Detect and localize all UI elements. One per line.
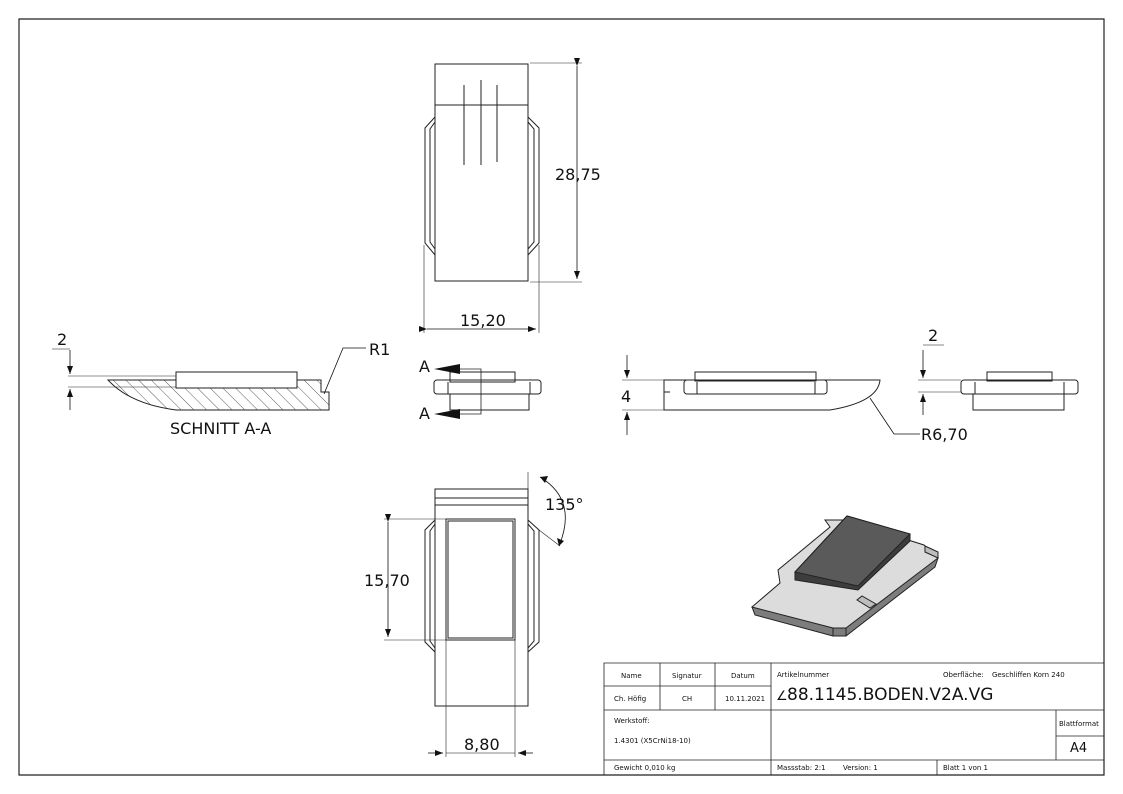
tb-scale: Massstab: 2:1 (777, 764, 826, 772)
tb-material-label: Werkstoff: (614, 717, 650, 725)
bottom-view (384, 472, 560, 757)
dim-right-2: 2 (920, 326, 944, 415)
tb-header-name: Name (621, 672, 642, 680)
dim-text-right-2: 2 (928, 326, 938, 345)
dim-15-70: 15,70 (364, 514, 410, 637)
tb-signature: CH (682, 695, 692, 703)
dim-text-r6-70: R6,70 (921, 425, 968, 444)
dim-8-80: 8,80 (428, 735, 533, 756)
dim-text-135: 135° (545, 495, 584, 514)
tb-version: Version: 1 (843, 764, 878, 772)
tb-header-date: Datum (731, 672, 755, 680)
tb-name: Ch. Höfig (614, 695, 646, 703)
dim-text-15-20: 15,20 (460, 311, 506, 330)
tb-material-value: 1.4301 (X5CrNi18-10) (614, 737, 691, 745)
tb-surface-label: Oberfläche: (943, 671, 984, 679)
tb-header-signature: Signatur (672, 672, 702, 680)
tb-weight: Gewicht 0,010 kg (614, 764, 675, 772)
title-block (604, 663, 1104, 775)
dim-text-r1: R1 (369, 340, 390, 359)
dim-text-28-75: 28,75 (555, 165, 601, 184)
sheet-border (19, 19, 1104, 775)
section-marker-bottom: A (419, 404, 430, 423)
front-view (434, 369, 541, 414)
section-markers: A A (419, 357, 460, 423)
dim-text-section-2: 2 (57, 330, 67, 349)
tb-article-prefix: ∠ (776, 689, 788, 704)
section-a-a: 2 R1 SCHNITT A-A (52, 330, 390, 438)
section-label: SCHNITT A-A (170, 419, 271, 438)
dim-text-15-70: 15,70 (364, 571, 410, 590)
section-marker-top: A (419, 357, 430, 376)
tb-article-number: 88.1145.BODEN.V2A.VG (787, 685, 993, 705)
tb-date: 10.11.2021 (725, 695, 765, 703)
dim-angle: 135° (540, 476, 584, 546)
tb-format-label: Blattformat (1059, 720, 1099, 728)
tb-surface-value: Geschliffen Korn 240 (992, 671, 1065, 679)
tb-format-value: A4 (1070, 741, 1087, 756)
side-view (622, 372, 880, 410)
tb-sheet: Blatt 1 von 1 (943, 764, 988, 772)
right-view (918, 372, 1078, 410)
dim-4: 4 R6,70 (621, 355, 968, 444)
dim-28-75: 28,75 (555, 58, 601, 279)
isometric-view (752, 516, 938, 636)
dim-text-4: 4 (621, 387, 631, 406)
dim-15-20: 15,20 (419, 311, 536, 332)
tb-article-label: Artikelnummer (777, 671, 829, 679)
top-view (424, 63, 582, 333)
dim-text-8-80: 8,80 (464, 735, 500, 754)
